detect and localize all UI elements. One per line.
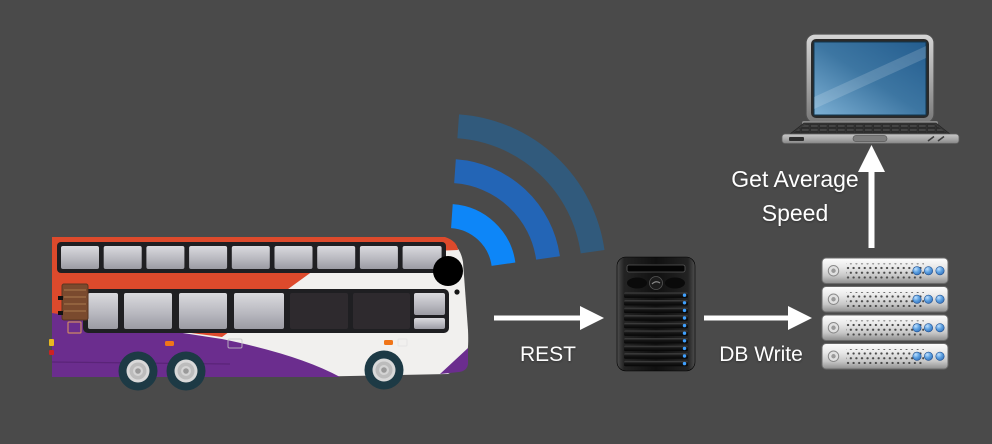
- wifi-antenna-dot: [433, 256, 463, 286]
- laptop-screen: [813, 41, 927, 116]
- laptop-icon: [781, 33, 960, 144]
- wifi-outer-arc: [457, 114, 605, 254]
- db-write-label: DB Write: [719, 343, 803, 366]
- tower-power-button: [649, 276, 663, 290]
- rear-rivet: [58, 311, 63, 315]
- double-decker-bus-icon: [49, 237, 469, 391]
- tower-slats: [624, 292, 688, 367]
- get-average-arrow-icon: [858, 145, 885, 248]
- lower-window: [234, 293, 284, 329]
- laptop-touchpad-latch: [852, 135, 888, 142]
- server-rack-icon: [821, 257, 949, 370]
- rack-unit: [821, 343, 949, 370]
- upper-window: [231, 246, 270, 269]
- lower-tinted-window: [290, 293, 348, 329]
- tower-optical-drive: [626, 264, 686, 273]
- tower-vent-left: [627, 277, 647, 289]
- upper-window: [189, 246, 228, 269]
- get-average-speed-line2: Speed: [761, 200, 829, 226]
- tower-vent-right: [665, 277, 685, 289]
- rear-wheel-2: [166, 351, 206, 391]
- rest-label: REST: [519, 343, 576, 366]
- rest-arrow-icon: [494, 306, 604, 330]
- rest-arrow-head: [580, 306, 604, 330]
- front-door-window-upper: [414, 293, 445, 315]
- upper-window: [274, 246, 313, 269]
- lower-window: [88, 293, 118, 329]
- upper-window: [402, 246, 442, 269]
- rest-arrow-shaft: [494, 315, 582, 321]
- front-door-window-lower: [414, 318, 445, 329]
- upper-window: [103, 246, 142, 269]
- wifi-inner-arc: [450, 204, 516, 267]
- lower-window: [179, 293, 227, 329]
- fuel-flap-outline: [397, 338, 408, 347]
- get-average-speed-label: Get Average Speed: [700, 162, 890, 230]
- screen-glare: [814, 46, 926, 109]
- bus-front-purple-corner: [440, 348, 468, 374]
- grille-slats: [64, 289, 86, 312]
- upper-window: [61, 246, 99, 269]
- rear-wheel-1: [118, 351, 158, 391]
- db-write-arrow-shaft: [704, 315, 790, 321]
- side-marker-light: [165, 341, 174, 346]
- side-marker-light: [384, 340, 393, 345]
- up-arrow-head: [858, 145, 885, 172]
- laptop-keys: [793, 124, 947, 133]
- up-arrow-shaft: [868, 168, 875, 248]
- rear-panel-outline: [67, 321, 82, 334]
- rack-unit: [821, 257, 949, 284]
- upper-window: [146, 246, 185, 269]
- rack-unit: [821, 286, 949, 313]
- rear-brake-light: [49, 350, 54, 355]
- db-write-arrow-icon: [704, 306, 812, 330]
- wifi-signal-icon: [450, 114, 605, 267]
- laptop-base-vents: [927, 135, 945, 142]
- rear-indicator-light: [49, 339, 54, 346]
- get-average-speed-line1: Get Average: [731, 166, 859, 192]
- access-panel-outline: [227, 338, 243, 349]
- rack-unit: [821, 314, 949, 341]
- upper-window: [317, 246, 356, 269]
- rear-rivet: [58, 296, 63, 300]
- laptop-port: [789, 137, 804, 141]
- tower-server-icon: [616, 256, 696, 372]
- tower-power-glyph: [651, 281, 661, 285]
- wifi-middle-arc: [453, 159, 560, 260]
- upper-window: [359, 246, 398, 269]
- lower-tinted-window: [353, 293, 410, 329]
- lower-window: [124, 293, 172, 329]
- front-wheel: [364, 350, 404, 390]
- front-rivet-dot: [454, 289, 460, 295]
- db-write-arrow-head: [788, 306, 812, 330]
